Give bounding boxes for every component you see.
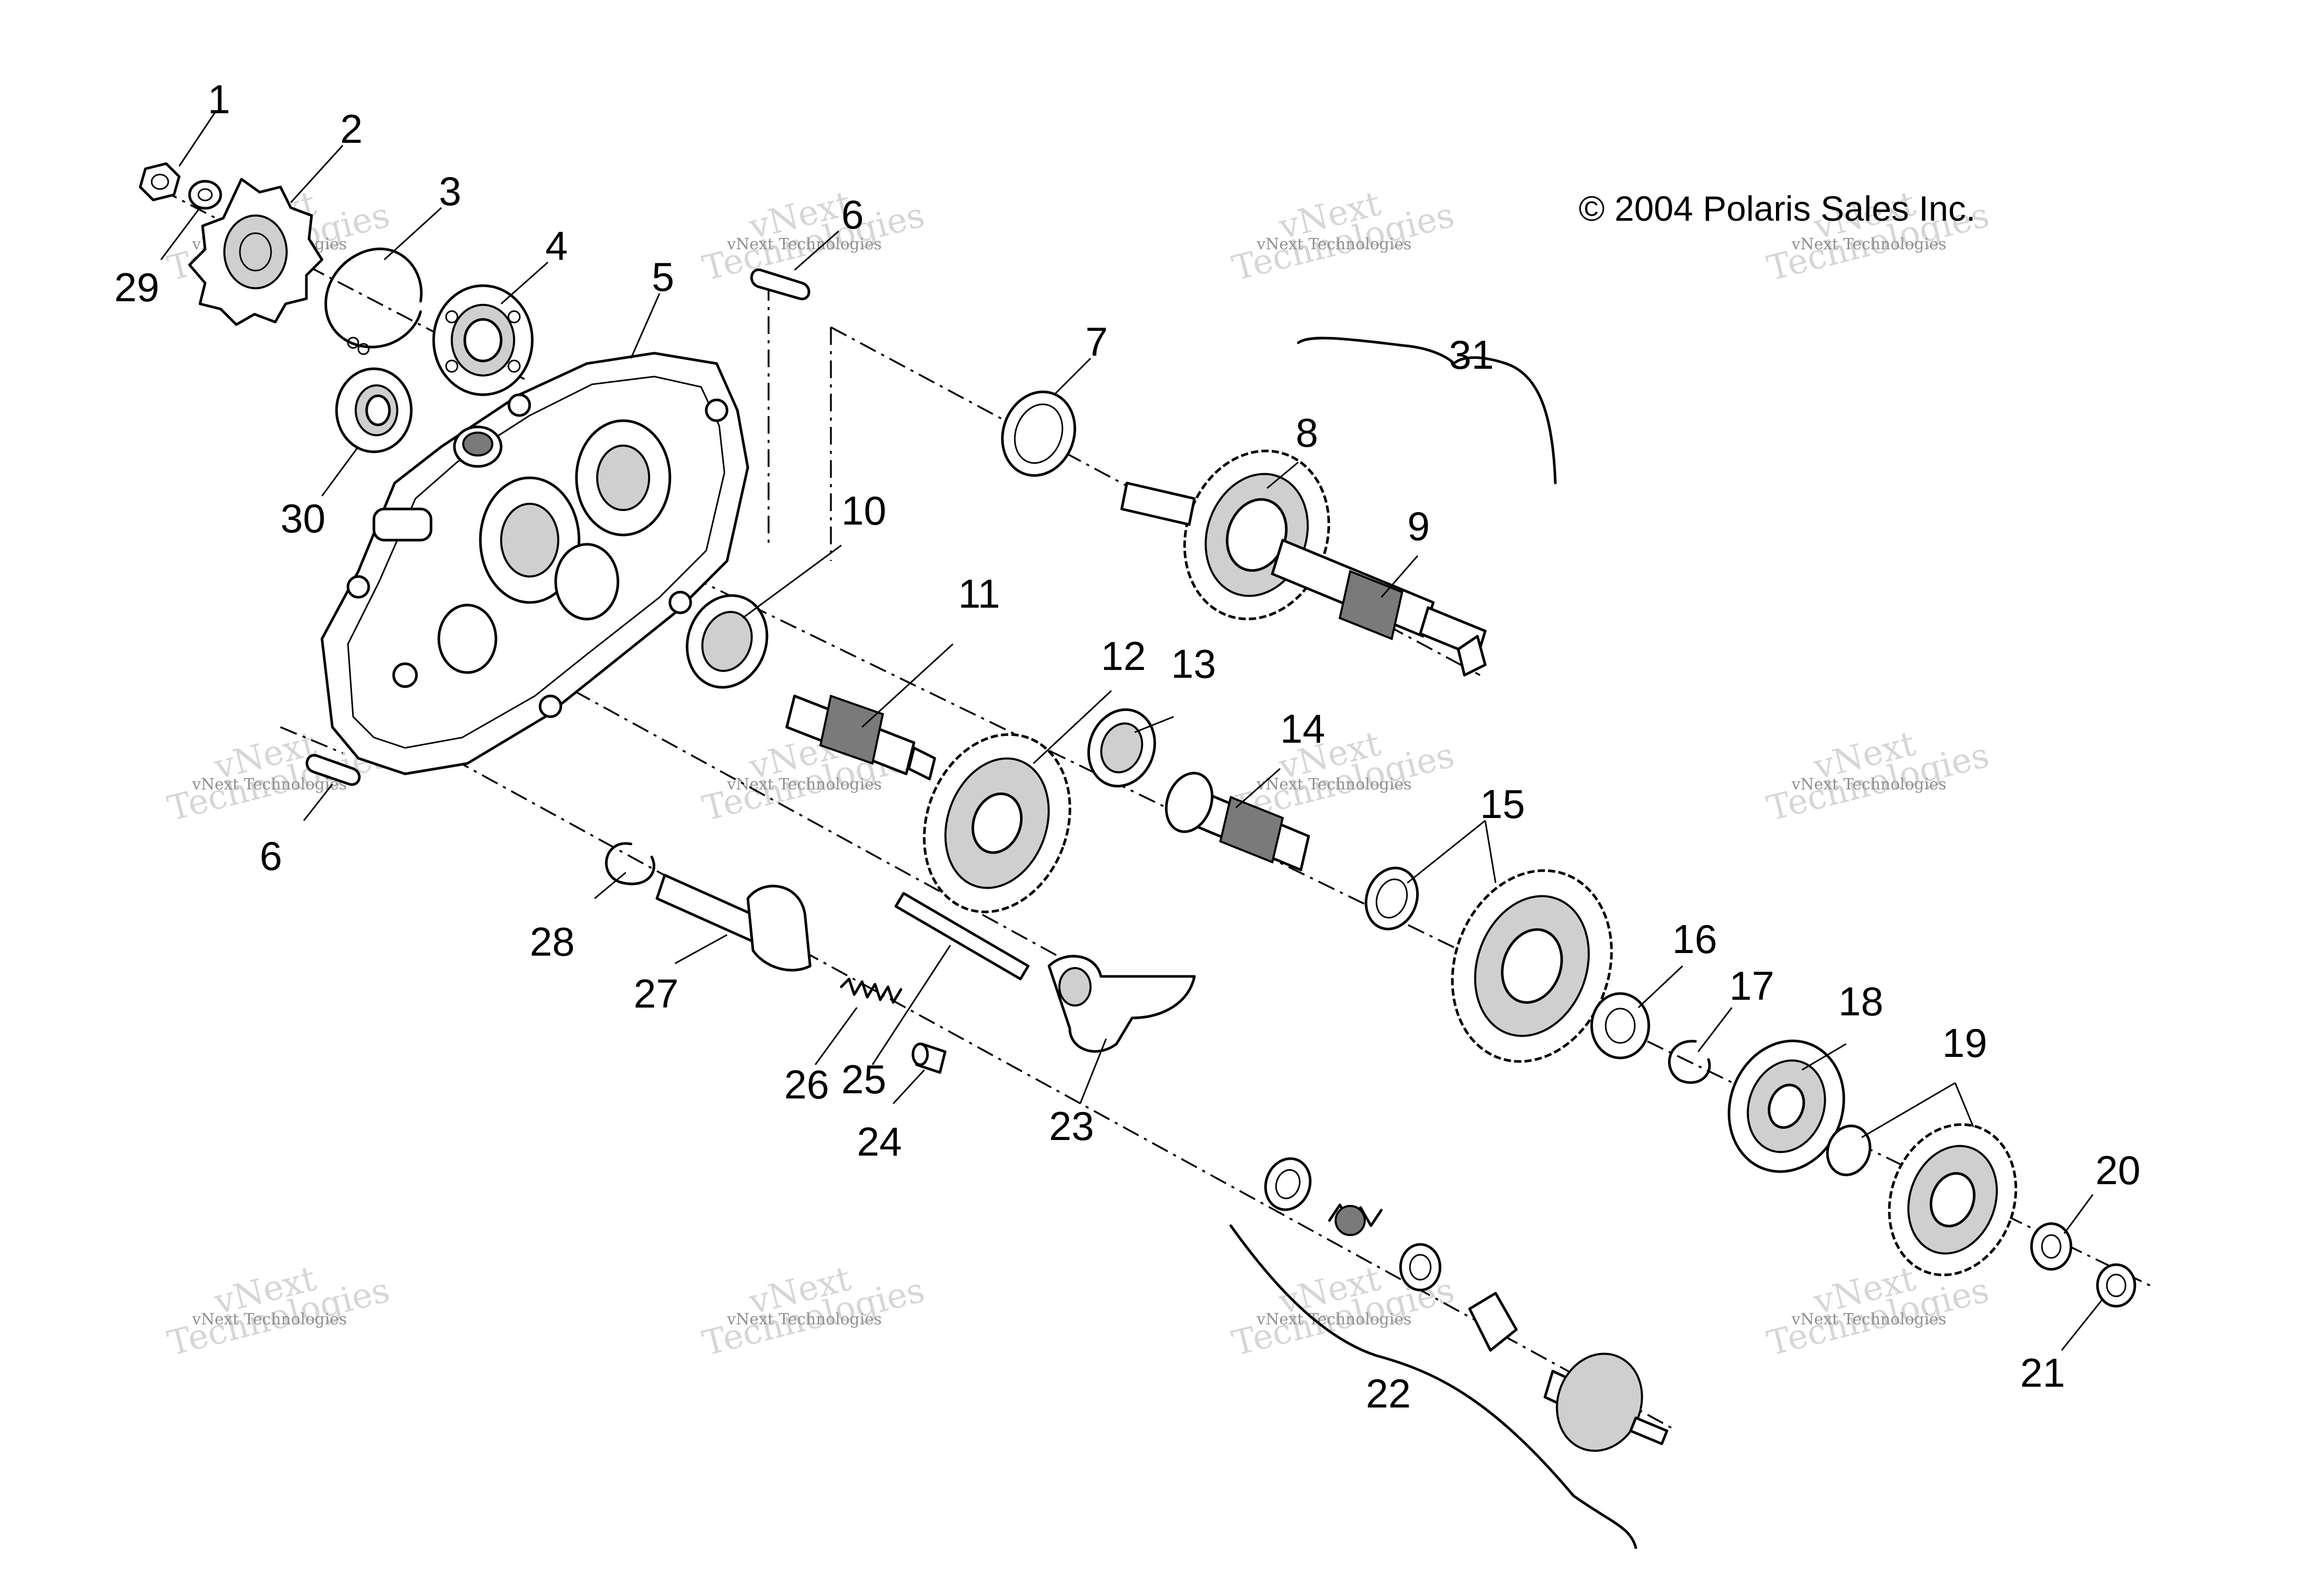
callout-14: 14 <box>1280 706 1325 752</box>
svg-text:vNext Technologies: vNext Technologies <box>727 775 882 794</box>
part-21-bushing <box>2096 1263 2136 1308</box>
part-7-bearing-race <box>1001 391 1077 477</box>
part-19-gear <box>1888 1123 2017 1277</box>
part-6-dowel-top <box>750 269 811 301</box>
part-24-plunger <box>911 1042 947 1074</box>
part-18-drive-collar <box>1727 1039 1846 1173</box>
part-19-bushing <box>1826 1124 1872 1176</box>
callout-1: 1 <box>208 76 230 122</box>
callout-24: 24 <box>857 1119 902 1164</box>
callout-labels: 1 2 3 4 5 6 6 7 8 9 10 11 12 13 14 15 16… <box>114 76 2141 1416</box>
part-17-clip <box>1668 1040 1711 1084</box>
watermark: vNext Technologies vNext Technologies <box>164 1258 393 1364</box>
part-4-bearing <box>432 284 534 396</box>
callout-23: 23 <box>1049 1103 1094 1149</box>
callout-27: 27 <box>634 971 679 1016</box>
callout-11: 11 <box>958 571 1000 616</box>
part-10-bearing <box>685 594 769 689</box>
part-3-snap-ring <box>325 247 423 355</box>
callout-3: 3 <box>439 168 461 214</box>
svg-text:vNext Technologies: vNext Technologies <box>1256 235 1411 253</box>
svg-text:vNext Technologies: vNext Technologies <box>1791 1310 1946 1329</box>
watermark: vNext Technologies vNext Technologies <box>1228 183 1458 289</box>
callout-25: 25 <box>841 1056 886 1102</box>
part-15-bushing <box>1364 866 1419 931</box>
part-2-sprocket <box>188 178 324 326</box>
part-22-starter-group <box>1229 1157 1669 1549</box>
callout-19: 19 <box>1942 1020 1987 1066</box>
callout-18: 18 <box>1838 978 1884 1024</box>
callout-31: 31 <box>1449 332 1494 378</box>
part-16-washer <box>1590 992 1650 1059</box>
callout-22: 22 <box>1366 1371 1411 1416</box>
svg-text:vNext Technologies: vNext Technologies <box>727 235 882 253</box>
part-13-bearing <box>1087 708 1156 788</box>
svg-text:vNext Technologies: vNext Technologies <box>1256 775 1411 794</box>
part-30-seal <box>335 367 413 453</box>
part-6-dowel-bottom <box>305 754 361 786</box>
part-9-output-shaft <box>1271 539 1487 677</box>
part-23-shift-fork <box>1047 955 1196 1053</box>
part-27-shift-shaft <box>655 874 812 972</box>
leader-lines <box>160 111 2104 1351</box>
callout-15: 15 <box>1480 781 1525 827</box>
callout-7: 7 <box>1085 319 1108 365</box>
part-20-washer <box>2030 1222 2073 1271</box>
part-15-gear <box>1451 869 1613 1063</box>
callout-29: 29 <box>114 264 159 310</box>
callout-13: 13 <box>1171 641 1216 687</box>
callout-6-top: 6 <box>841 192 864 237</box>
svg-text:vNext Technologies: vNext Technologies <box>1791 235 1946 253</box>
watermark: vNext Technologies vNext Technologies <box>698 1258 928 1364</box>
callout-21: 21 <box>2020 1350 2065 1396</box>
part-11-input-shaft <box>785 694 936 781</box>
svg-text:vNext Technologies: vNext Technologies <box>192 775 347 794</box>
callout-26: 26 <box>784 1062 829 1107</box>
callout-30: 30 <box>280 495 326 541</box>
part-12-gear <box>923 733 1071 914</box>
svg-text:vNext Technologies: vNext Technologies <box>727 1310 882 1329</box>
svg-text:vNext Technologies: vNext Technologies <box>1256 1310 1411 1329</box>
callout-16: 16 <box>1672 916 1717 962</box>
callout-10: 10 <box>841 488 886 533</box>
callout-4: 4 <box>545 223 568 269</box>
svg-text:vNext Technologies: vNext Technologies <box>1791 775 1946 794</box>
part-26-spring <box>840 977 903 1004</box>
crankcase-cover <box>320 352 749 775</box>
part-31-bracket <box>1297 337 1557 485</box>
part-14-shaft <box>1165 772 1310 871</box>
part-8-output-gear <box>1120 449 1330 621</box>
svg-text:vNext Technologies: vNext Technologies <box>192 1310 347 1329</box>
part-28-clip <box>605 842 655 886</box>
callout-6-bottom: 6 <box>260 833 282 879</box>
callout-8: 8 <box>1296 410 1318 455</box>
callout-20: 20 <box>2095 1147 2141 1193</box>
callout-12: 12 <box>1101 633 1146 679</box>
part-25-shift-rod <box>894 892 1030 981</box>
callout-5: 5 <box>652 254 674 300</box>
copyright-notice: © 2004 Polaris Sales Inc. <box>1579 189 1976 229</box>
callout-2: 2 <box>340 106 362 152</box>
callout-9: 9 <box>1407 503 1430 549</box>
part-1-nut <box>139 162 181 202</box>
watermark: vNext Technologies vNext Technologies <box>698 183 928 289</box>
callout-28: 28 <box>530 919 575 964</box>
watermark: vNext Technologies vNext Technologies <box>1763 1258 1993 1364</box>
callout-17: 17 <box>1729 963 1774 1009</box>
watermark: vNext Technologies vNext Technologies <box>1763 723 1993 829</box>
part-29-washer <box>188 180 222 210</box>
